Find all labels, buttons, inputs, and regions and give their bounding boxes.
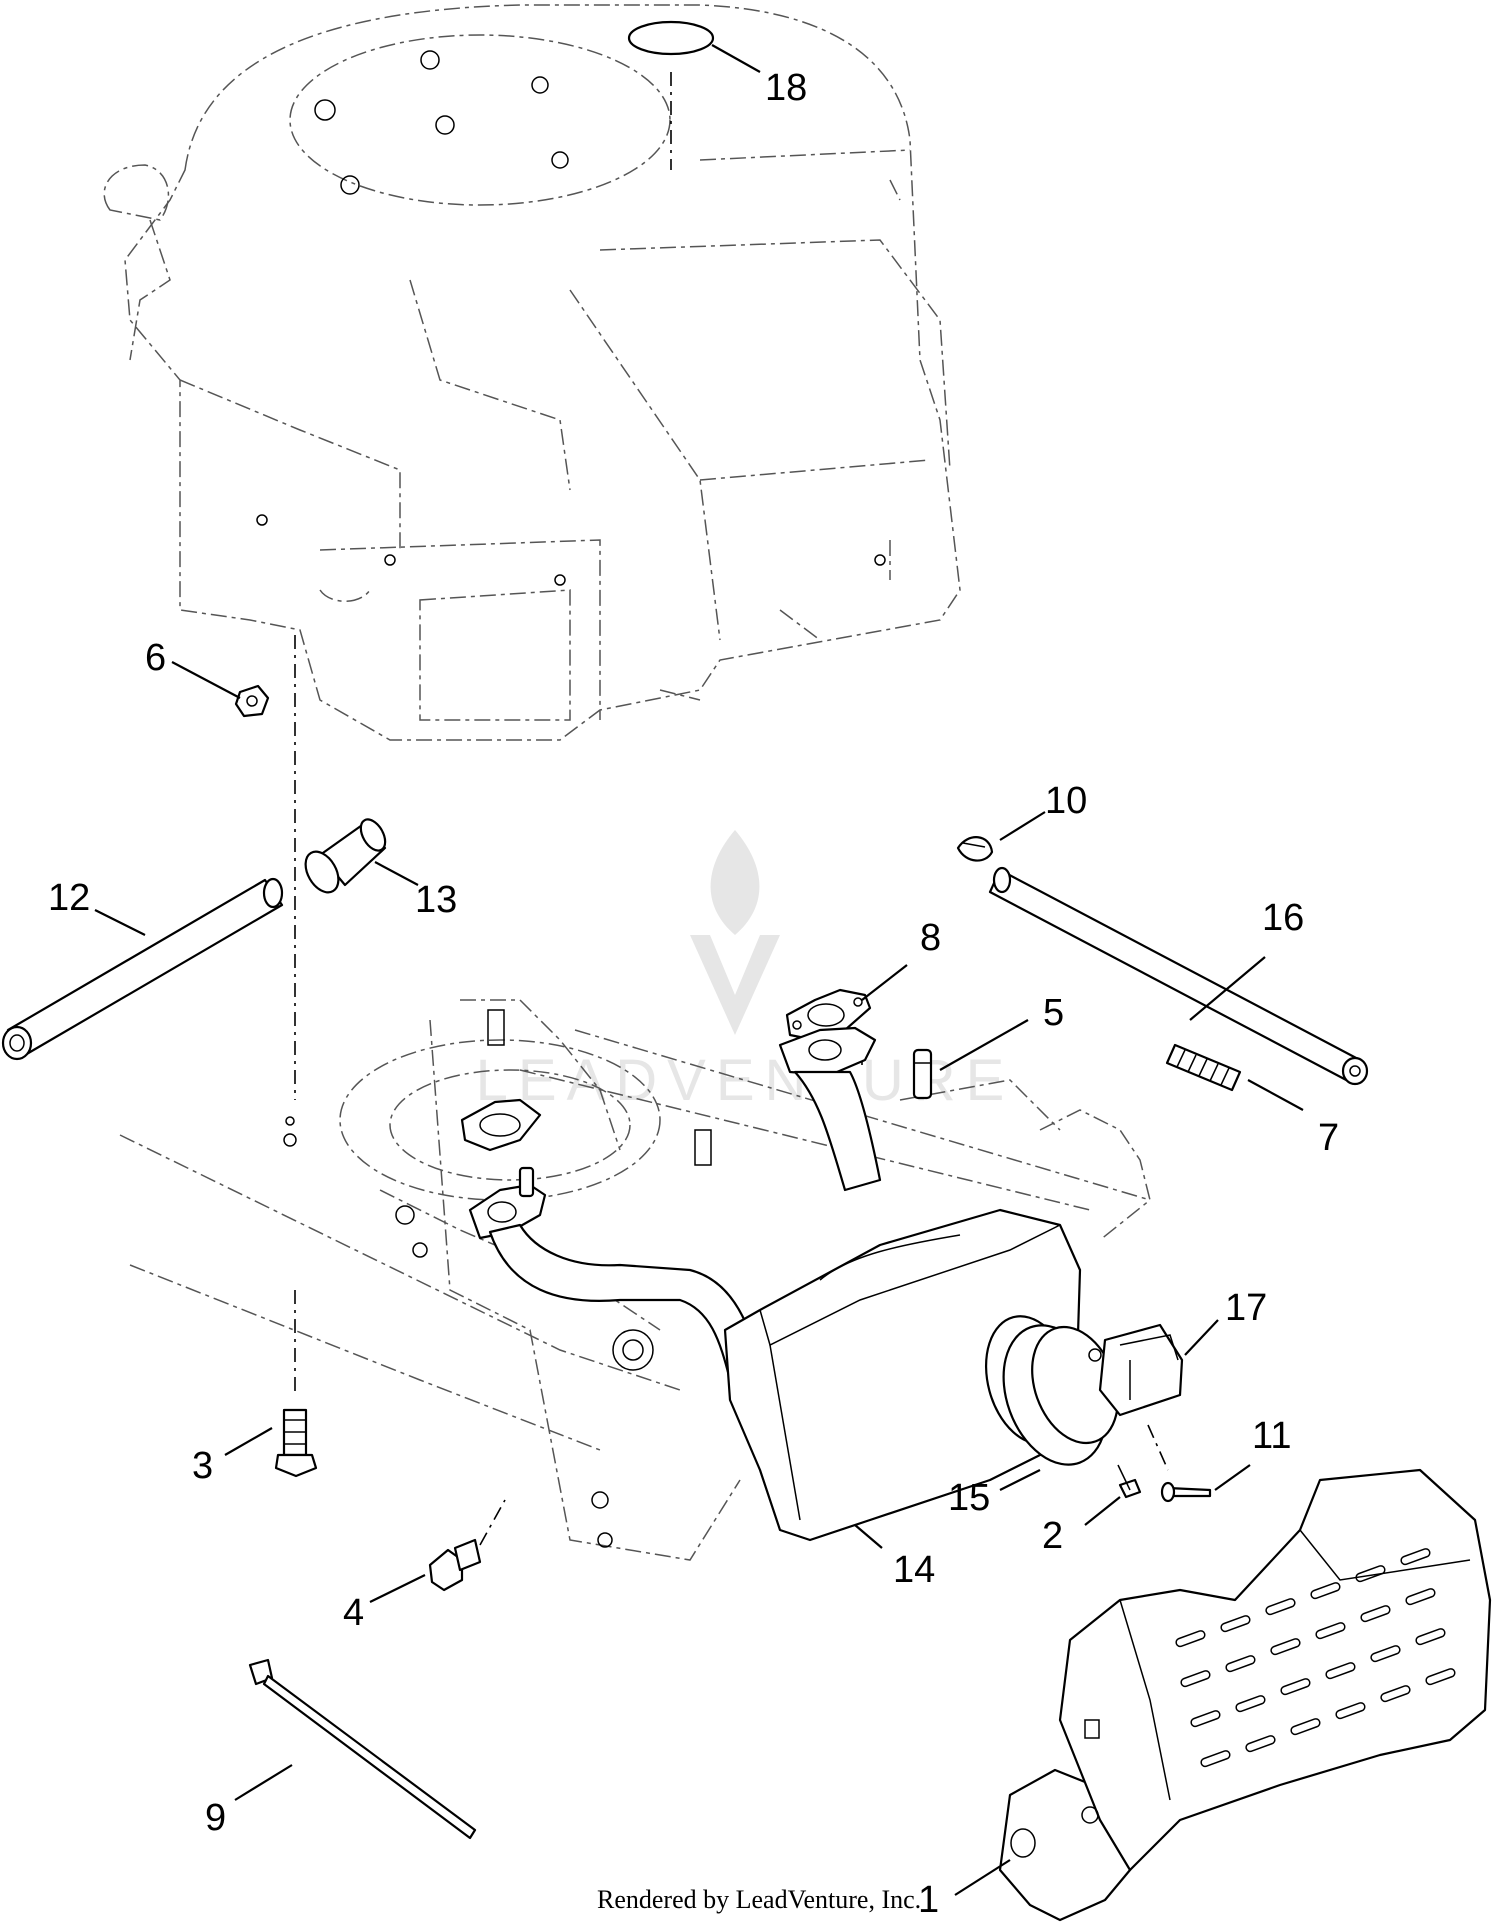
callout-17: 17 — [1225, 1287, 1267, 1329]
callout-13: 13 — [415, 879, 457, 921]
part-10-clip[interactable] — [956, 836, 994, 862]
leader-5 — [939, 1019, 1029, 1071]
leader-7 — [1247, 1079, 1304, 1111]
leader-9 — [234, 1764, 293, 1801]
leader-14 — [854, 1524, 883, 1549]
leader-15 — [999, 1469, 1041, 1491]
callout-18: 18 — [765, 67, 807, 109]
leader-16 — [1189, 956, 1266, 1021]
leader-lines — [94, 44, 1304, 1896]
leader-8 — [861, 964, 908, 1001]
callout-14: 14 — [893, 1549, 935, 1591]
leader-3 — [224, 1427, 273, 1456]
part-11-pin[interactable] — [1160, 1481, 1212, 1503]
part-13-coupler[interactable] — [299, 815, 390, 898]
leader-1 — [954, 1859, 1011, 1896]
callout-10: 10 — [1045, 780, 1087, 822]
part-17-bracket[interactable] — [1098, 1323, 1184, 1417]
leader-11 — [1214, 1464, 1251, 1491]
leader-17 — [1184, 1319, 1219, 1356]
footer-credit: Rendered by LeadVenture, Inc. — [597, 1885, 921, 1914]
part-4-bolt[interactable] — [428, 1538, 482, 1592]
callout-15: 15 — [948, 1477, 990, 1519]
frame-outline — [119, 999, 1151, 1561]
part-6-nut[interactable] — [234, 684, 270, 718]
leader-12 — [94, 909, 146, 936]
callout-4: 4 — [343, 1592, 364, 1634]
callout-16: 16 — [1262, 897, 1304, 939]
part-12-tube[interactable] — [1, 877, 284, 1061]
callout-8: 8 — [920, 917, 941, 959]
part-14-muffler[interactable] — [460, 1026, 1087, 1542]
leader-18 — [711, 44, 761, 73]
callout-6: 6 — [145, 637, 166, 679]
part-2-screw[interactable] — [1117, 1464, 1142, 1499]
callout-12: 12 — [48, 877, 90, 919]
callout-5: 5 — [1043, 992, 1064, 1034]
part-15-spark-arrestor[interactable] — [985, 1311, 1133, 1479]
engine-outline — [103, 4, 961, 741]
callout-7: 7 — [1318, 1117, 1339, 1159]
callout-3: 3 — [192, 1445, 213, 1487]
watermark-text: LEADVENTURE — [476, 1048, 1015, 1113]
part-18-decal[interactable] — [627, 20, 715, 56]
callout-2: 2 — [1042, 1515, 1063, 1557]
watermark-logo — [690, 830, 780, 1035]
callout-11: 11 — [1252, 1415, 1291, 1457]
leader-10 — [999, 811, 1046, 841]
leader-4 — [369, 1574, 426, 1603]
part-1-heat-shield[interactable] — [998, 1468, 1492, 1922]
part-16-rod[interactable] — [988, 866, 1369, 1086]
leader-6 — [171, 661, 241, 699]
leader-13 — [374, 861, 419, 886]
callout-9: 9 — [205, 1797, 226, 1839]
part-8-gasket[interactable] — [785, 988, 872, 1042]
part-3-bolt[interactable] — [274, 1408, 318, 1478]
part-9-cable-tie[interactable] — [248, 1658, 477, 1840]
callout-labels: 18 6 13 12 10 16 7 8 5 17 11 15 2 14 3 4… — [48, 67, 1339, 1921]
leader-2 — [1084, 1496, 1121, 1526]
part-5-stud[interactable] — [912, 1048, 933, 1100]
part-7-spring[interactable] — [1165, 1043, 1242, 1092]
callout-1: 1 — [918, 1879, 939, 1921]
